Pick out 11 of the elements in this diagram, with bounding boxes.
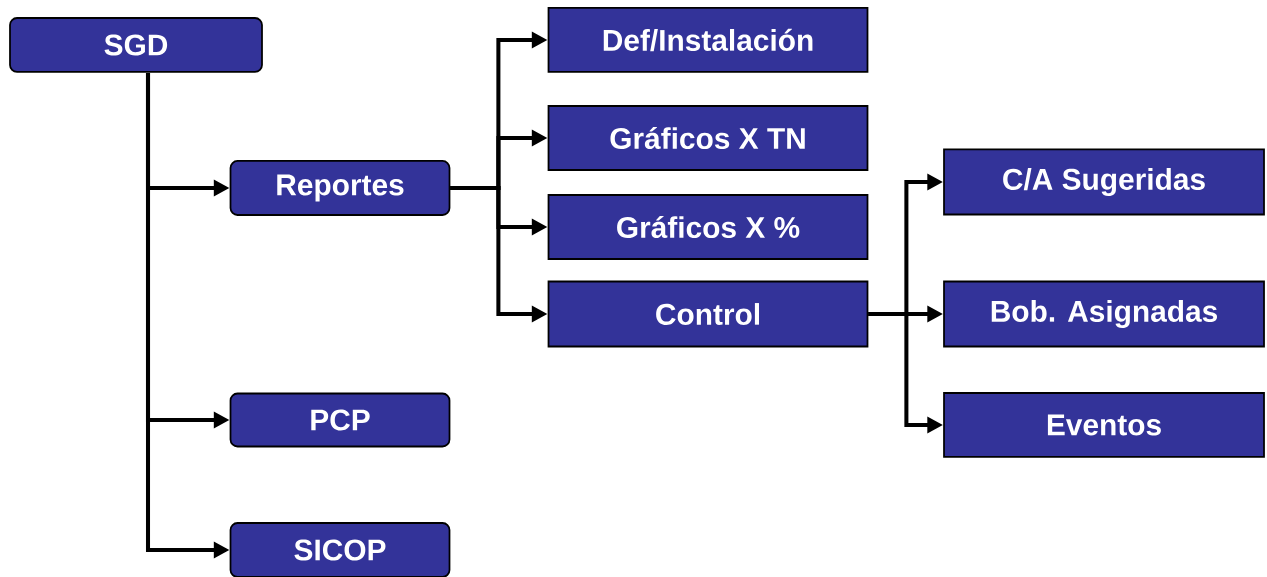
process-box: C/A Sugeridas	[943, 148, 1265, 216]
process-box: Gráficos X TN	[547, 105, 869, 171]
rounded-box: PCP	[229, 392, 451, 448]
rounded-box: SGD	[9, 17, 263, 73]
process-box: Control	[547, 280, 869, 348]
rounded-box: SICOP	[229, 522, 451, 577]
process-box: Gráficos X %	[547, 194, 869, 260]
process-box: Bob. Asignadas	[943, 280, 1265, 348]
rounded-box: Reportes	[229, 160, 451, 216]
process-box: Def/Instalación	[547, 7, 869, 73]
process-box: Eventos	[943, 392, 1265, 458]
